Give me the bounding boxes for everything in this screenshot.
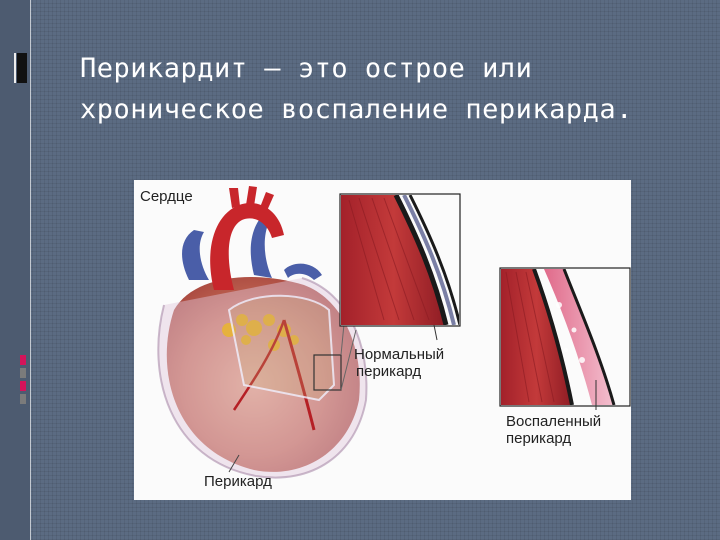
label-normal-line1: Нормальный [354, 346, 445, 363]
heart-body [157, 277, 368, 479]
left-sidebar-band [0, 0, 30, 540]
label-normal-line2: перикард [356, 363, 422, 380]
pericarditis-illustration: Сердце Нормальный перикард Воспаленный п… [134, 180, 631, 500]
sidebar-divider [30, 0, 31, 540]
side-marker-stack [20, 355, 26, 407]
label-pericardium: Перикард [204, 473, 272, 490]
detail-box [313, 354, 342, 391]
heart-anatomy-drawing [157, 186, 631, 479]
label-heart: Сердце [140, 188, 193, 205]
marker-pink [20, 355, 26, 365]
normal-pericardium-closeup [339, 193, 461, 341]
label-inflamed-line1: Воспаленный [506, 413, 602, 430]
marker-grey [20, 368, 26, 378]
great-vessels [182, 186, 322, 290]
label-inflamed-line2: перикард [506, 430, 572, 447]
inflamed-pericardium-closeup [499, 267, 631, 410]
slide-title: Перикардит – это острое или хроническое … [80, 53, 633, 125]
marker-grey [20, 394, 26, 404]
marker-pink [20, 381, 26, 391]
title-marker [14, 53, 27, 83]
